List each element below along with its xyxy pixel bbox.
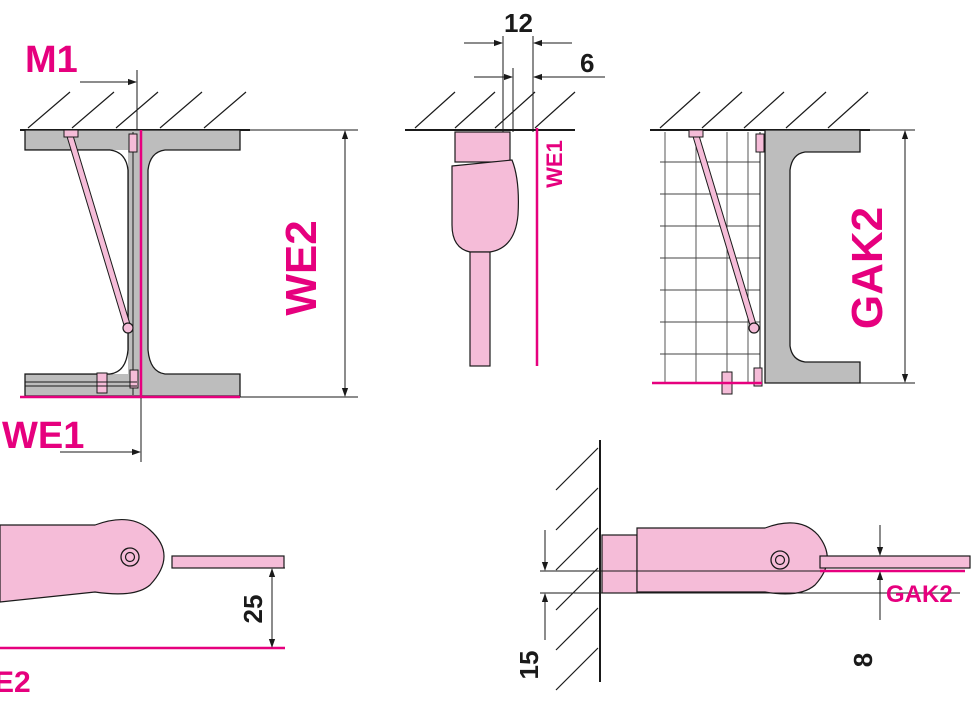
diagonal-strut	[67, 133, 131, 331]
ceiling-hatch-2	[414, 91, 576, 129]
bolt-icon-2	[770, 550, 790, 570]
label-we1-small: WE1	[542, 140, 567, 188]
mesh-grid	[660, 132, 760, 382]
panel-channel: GAK2	[650, 91, 915, 395]
wall-hatch	[555, 447, 599, 691]
channel-section	[764, 129, 861, 384]
wall-clamp-body	[636, 522, 828, 595]
panel-i-beam: M1 WE1 WE2	[2, 39, 358, 462]
label-dim-12: 12	[504, 8, 533, 38]
label-we2-top: WE2	[277, 220, 326, 315]
panel-wall-mount: 15 8 GAK2	[514, 440, 971, 691]
panel-clamp-side: 12 6 WE1	[405, 8, 605, 367]
label-we2-fragment: E2	[0, 666, 31, 699]
label-dim-25: 25	[238, 595, 268, 624]
clamp-body-side	[451, 159, 519, 253]
label-dim-8: 8	[848, 653, 878, 667]
panel-clamp-top: 25 E2	[0, 519, 285, 699]
ceiling-hatch	[27, 91, 247, 129]
label-dim-6: 6	[580, 48, 594, 78]
ceiling-hatch-3	[659, 91, 869, 129]
diagonal-strut-2	[693, 133, 757, 331]
i-beam-cavity	[25, 150, 128, 374]
label-dim-15: 15	[514, 651, 544, 680]
clamp-body-top	[0, 519, 165, 603]
label-we1-bottom: WE1	[2, 415, 84, 457]
label-gak2-bottom: GAK2	[886, 581, 953, 608]
label-m1: M1	[25, 39, 78, 81]
label-gak2-top: GAK2	[843, 207, 892, 329]
rod	[469, 251, 491, 367]
bolt-icon	[120, 547, 140, 567]
